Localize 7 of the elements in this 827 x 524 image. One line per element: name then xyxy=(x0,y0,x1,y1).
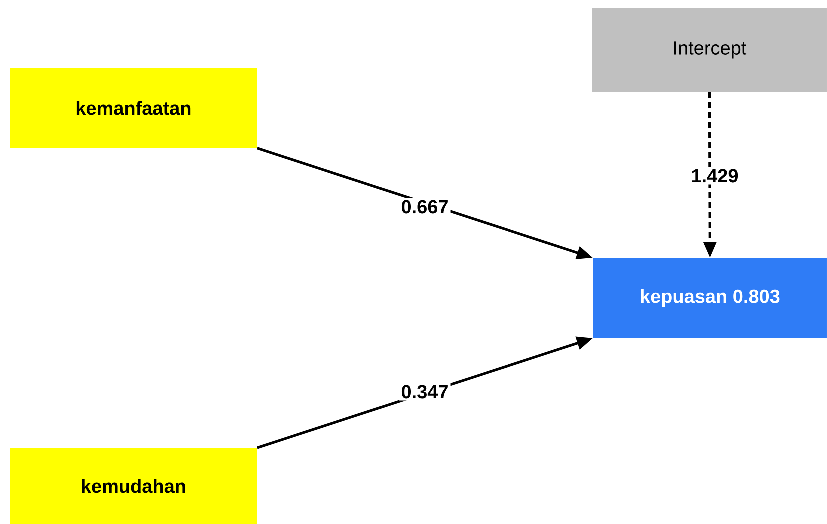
edge-label: 0.347 xyxy=(399,383,451,401)
edge-label: 1.429 xyxy=(689,167,741,185)
process-box: kemanfaatan xyxy=(10,68,258,148)
process-box: Intercept xyxy=(592,8,827,92)
edge-label: 0.667 xyxy=(399,198,451,216)
process-box: kepuasan 0.803 xyxy=(593,258,827,338)
process-box: kemudahan xyxy=(10,448,258,524)
